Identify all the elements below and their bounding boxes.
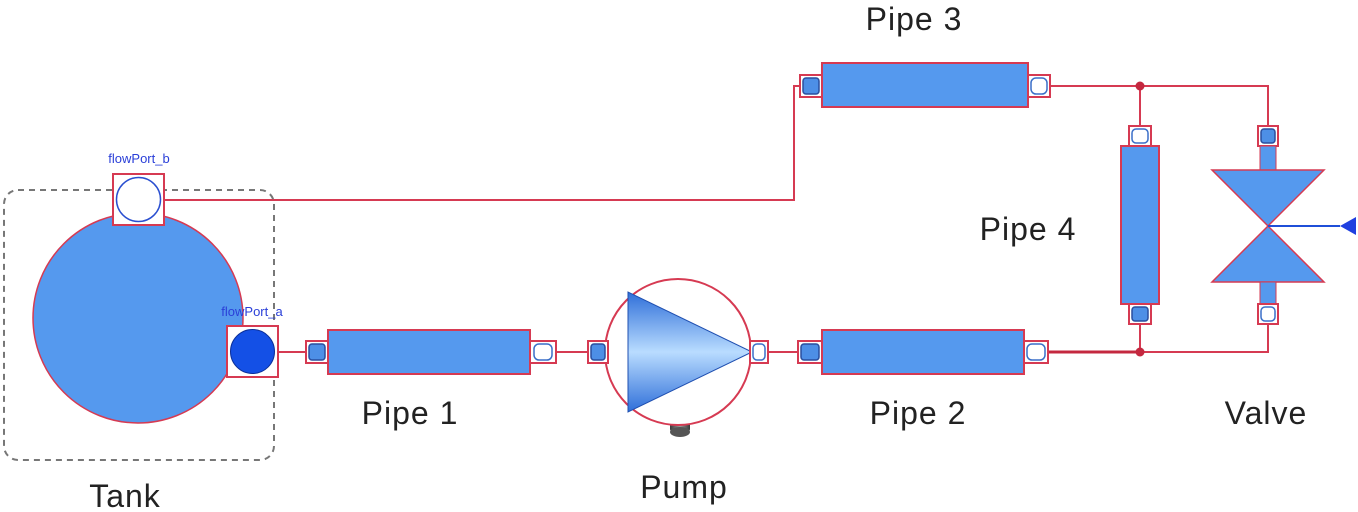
valve-control-input[interactable] <box>1340 217 1356 235</box>
junction-icon <box>1135 81 1145 91</box>
connection-junction-valve-bottom[interactable] <box>1140 324 1269 353</box>
flow-port-icon <box>230 329 275 374</box>
pipe-2-label: Pipe 2 <box>870 395 967 431</box>
pipe-3-component[interactable]: Pipe 3 <box>799 1 1051 108</box>
valve-component[interactable]: Valve <box>1210 125 1356 431</box>
pipe-4-component[interactable]: Pipe 4 <box>980 125 1160 325</box>
valve-label: Valve <box>1225 395 1308 431</box>
flow-port-a-label: flowPort_a <box>221 304 283 319</box>
connections <box>164 81 1269 357</box>
flow-port-b-label: flowPort_b <box>108 151 169 166</box>
pipe-3-label: Pipe 3 <box>866 1 963 37</box>
connection-tank-pipe3[interactable] <box>164 85 800 201</box>
valve-icon <box>1210 169 1326 283</box>
pipe-icon <box>821 329 1025 375</box>
pump-label: Pump <box>640 469 728 505</box>
flow-port-icon <box>115 176 162 223</box>
pipe-1-label: Pipe 1 <box>362 395 459 431</box>
pipe-1-component[interactable]: Pipe 1 <box>305 329 557 431</box>
junction-icon <box>1135 347 1145 357</box>
pipe-icon <box>821 62 1029 108</box>
pipe-2-component[interactable]: Pipe 2 <box>797 329 1049 431</box>
pipe-icon <box>327 329 531 375</box>
pipe-4-label: Pipe 4 <box>980 211 1077 247</box>
tank-component[interactable]: flowPort_b flowPort_a Tank <box>3 151 283 512</box>
pump-impeller <box>627 291 754 413</box>
flow-port-a[interactable] <box>226 325 279 378</box>
flow-port-b[interactable] <box>112 173 165 226</box>
tank-icon <box>32 212 244 424</box>
tank-label: Tank <box>89 478 161 512</box>
pump-component[interactable]: Pump <box>587 278 769 505</box>
pipe-icon <box>1120 145 1160 305</box>
connection-junction-valve-top[interactable] <box>1140 85 1269 126</box>
